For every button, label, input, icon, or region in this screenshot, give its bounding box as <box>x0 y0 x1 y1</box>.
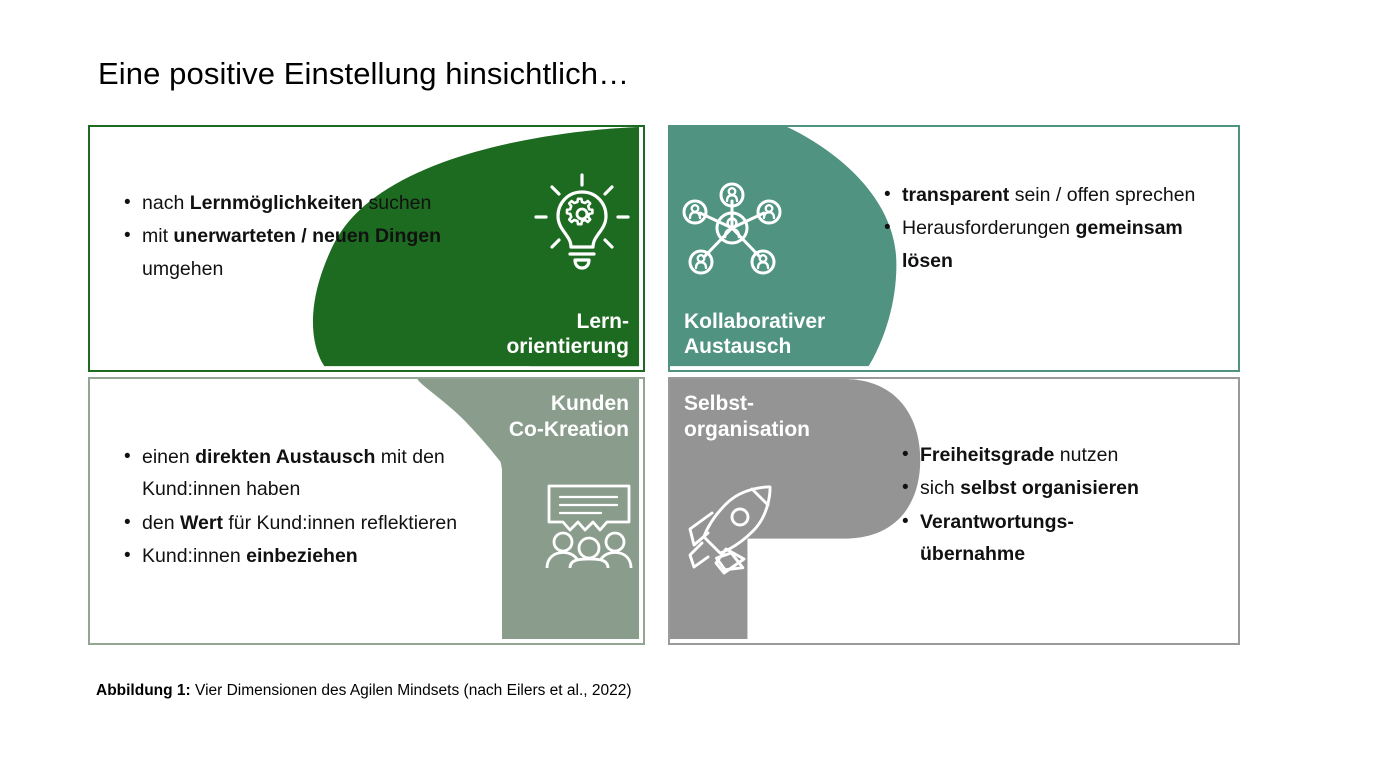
quadrant-lernorientierung[interactable]: nach Lernmöglichkeiten suchen mit unerwa… <box>88 125 645 372</box>
list-item: Kund:innen einbeziehen <box>122 540 522 572</box>
kunden-co-kreation-bullets: einen direkten Austausch mit den Kund:in… <box>122 441 522 573</box>
quadrant-kunden-co-kreation[interactable]: einen direkten Austausch mit den Kund:in… <box>88 377 645 645</box>
list-item: Freiheitsgrade nutzen <box>900 439 1238 471</box>
lernorientierung-label: Lern- orientierung <box>506 309 629 359</box>
list-item: den Wert für Kund:innen reflektieren <box>122 507 522 539</box>
kollaborativer-austausch-bullets: transparent sein / offen sprechen Heraus… <box>882 179 1222 278</box>
quadrant-kollaborativer-austausch[interactable]: transparent sein / offen sprechen Heraus… <box>668 125 1240 372</box>
list-item: Herausforderungen gemeinsam lösen <box>882 212 1222 277</box>
speech-bubble-people-icon <box>541 482 637 570</box>
rocket-icon <box>682 479 778 575</box>
list-item: einen direkten Austausch mit den Kund:in… <box>122 441 522 506</box>
figure-caption: Abbildung 1: Vier Dimensionen des Agilen… <box>96 682 632 700</box>
lernorientierung-bullets: nach Lernmöglichkeiten suchen mit unerwa… <box>122 187 522 286</box>
list-item: Verantwortungs-übernahme <box>900 506 1238 571</box>
selbstorganisation-bullets: Freiheitsgrade nutzen sich selbst organi… <box>900 439 1238 571</box>
mindset-quadrant-matrix: nach Lernmöglichkeiten suchen mit unerwa… <box>88 125 1240 645</box>
quadrant-selbstorganisation[interactable]: Freiheitsgrade nutzen sich selbst organi… <box>668 377 1240 645</box>
lightbulb-gear-icon <box>532 172 632 272</box>
kunden-co-kreation-label: Kunden Co-Kreation <box>508 392 629 441</box>
selbstorganisation-label: Selbst- organisation <box>684 392 811 441</box>
people-network-icon <box>680 179 784 277</box>
kunden-co-kreation-shape <box>417 379 640 640</box>
kollaborativer-austausch-label: Kollaborativer Austausch <box>684 309 826 359</box>
figure-caption-label: Abbildung 1: <box>96 682 191 699</box>
list-item: nach Lernmöglichkeiten suchen <box>122 187 522 219</box>
selbstorganisation-shape <box>670 379 921 640</box>
list-item: sich selbst organisieren <box>900 472 1238 504</box>
figure-caption-text: Vier Dimensionen des Agilen Mindsets (na… <box>190 682 632 699</box>
list-item: transparent sein / offen sprechen <box>882 179 1222 211</box>
list-item: mit unerwarteten / neuen Dingen umgehen <box>122 220 522 285</box>
page-title: Eine positive Einstellung hinsichtlich… <box>98 56 630 91</box>
